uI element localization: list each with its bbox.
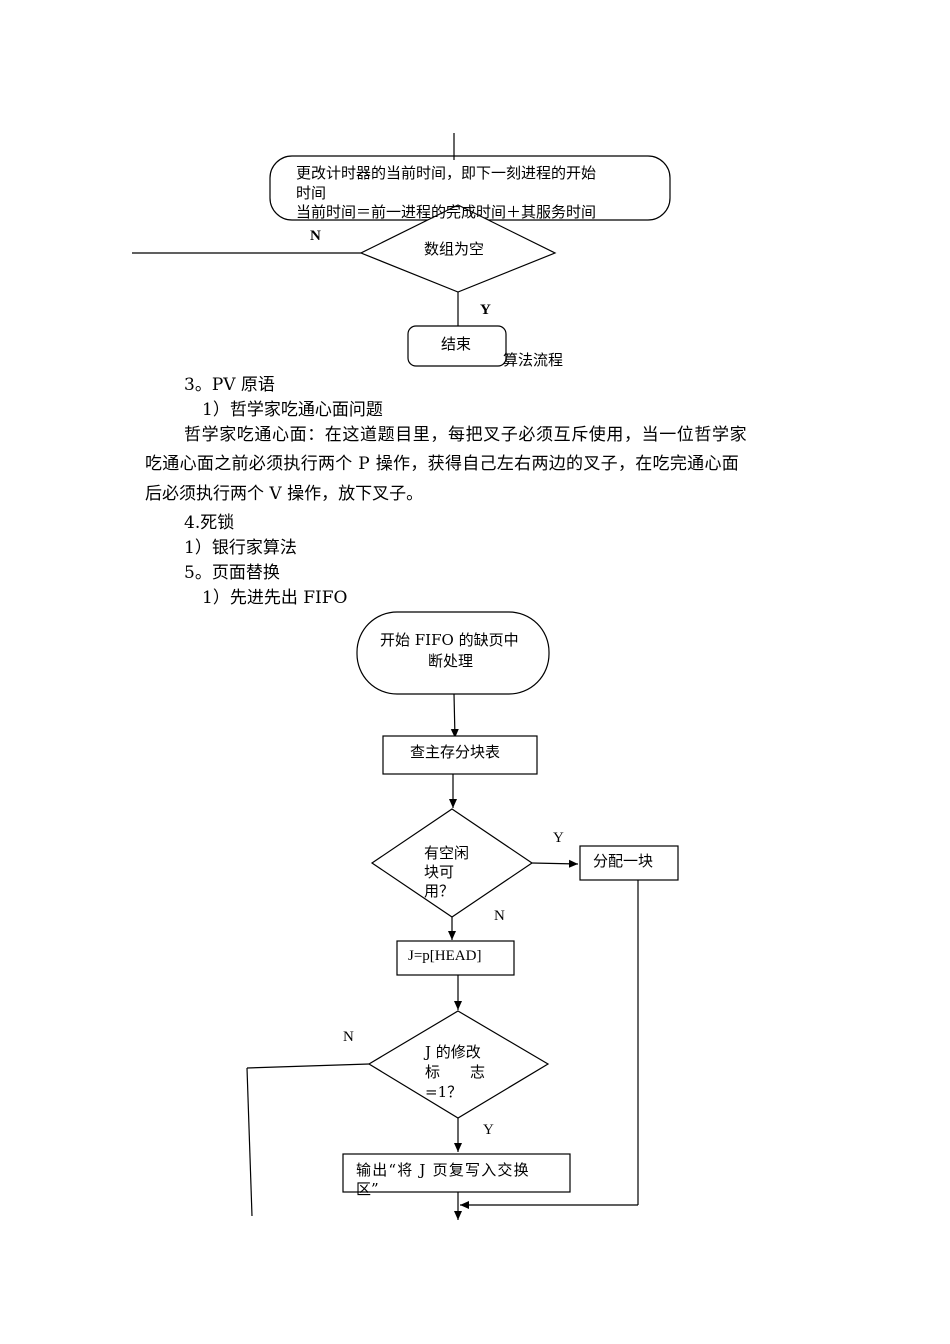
flow2-lookup-box bbox=[382, 735, 538, 775]
flow1-box-line2: 时间 bbox=[296, 184, 327, 202]
flow2-n-branch-horizontal bbox=[246, 1063, 370, 1069]
flow1-caption-fragment: 算法流程 bbox=[503, 351, 564, 369]
flow1-end-box bbox=[407, 325, 507, 367]
section5-sub1: 1）先进先出 FIFO bbox=[202, 588, 348, 608]
flow1-box-line1: 更改计时器的当前时间，即下一刻进程的开始 bbox=[296, 164, 597, 182]
section4-sub1: 1）银行家算法 bbox=[184, 538, 297, 558]
flow1-n-label: N bbox=[310, 228, 321, 244]
flow2-diamond1-line2: 块可 bbox=[424, 863, 455, 881]
section3-para-line2: 吃通心面之前必须执行两个 P 操作，获得自己左右两边的叉子，在吃完通心面 bbox=[145, 454, 740, 474]
flow2-diamond2-line1: J 的修改 bbox=[425, 1043, 481, 1061]
flow2-output-line1: 输出“将 J 页复写入交换 bbox=[356, 1161, 530, 1179]
flow2-allocate-label: 分配一块 bbox=[593, 852, 654, 870]
flow2-allocate-box bbox=[579, 845, 679, 881]
flow2-arrow-1 bbox=[450, 693, 459, 739]
flow2-assign-box bbox=[396, 940, 515, 976]
flow2-output-box bbox=[342, 1153, 571, 1193]
flow2-lookup-label: 查主存分块表 bbox=[410, 743, 501, 761]
flow2-assign-label: J=p[HEAD] bbox=[408, 948, 482, 964]
flow2-diamond1-line1: 有空闲 bbox=[424, 844, 470, 862]
flow2-diamond2-line3: =1？ bbox=[425, 1083, 463, 1101]
flow1-diamond-label: 数组为空 bbox=[424, 240, 485, 258]
flow1-y-label: Y bbox=[480, 302, 491, 318]
flow2-n2-label: N bbox=[343, 1029, 354, 1045]
flow2-y2-label: Y bbox=[483, 1122, 494, 1138]
flow2-diamond1-line3: 用？ bbox=[424, 882, 455, 900]
flow2-diamond2-line2: 标 志 bbox=[425, 1063, 486, 1081]
flow2-arrow-yes bbox=[531, 859, 579, 868]
flow2-n-branch-vertical bbox=[246, 1067, 253, 1217]
flow1-end-label: 结束 bbox=[441, 335, 472, 353]
section5-heading: 5。页面替换 bbox=[184, 563, 280, 583]
flow2-start-line2: 断处理 bbox=[428, 652, 474, 670]
flow1-box-line3: 当前时间＝前一进程的完成时间＋其服务时间 bbox=[296, 203, 597, 221]
flow2-start-terminal bbox=[356, 611, 550, 695]
flow2-start-line1: 开始 FIFO 的缺页中 bbox=[380, 631, 519, 649]
flow2-n1-label: N bbox=[494, 908, 505, 924]
section4-heading: 4.死锁 bbox=[184, 513, 235, 533]
flow2-y1-label: Y bbox=[553, 830, 564, 846]
flow2-output-line2: 区” bbox=[356, 1180, 379, 1198]
section3-heading: 3。PV 原语 bbox=[184, 375, 275, 395]
section3-para-line3: 后必须执行两个 V 操作，放下叉子。 bbox=[145, 484, 424, 504]
section3-para-line1: 哲学家吃通心面：在这道题目里，每把叉子必须互斥使用，当一位哲学家 bbox=[184, 425, 748, 445]
section3-sub1: 1）哲学家吃通心面问题 bbox=[202, 400, 383, 420]
